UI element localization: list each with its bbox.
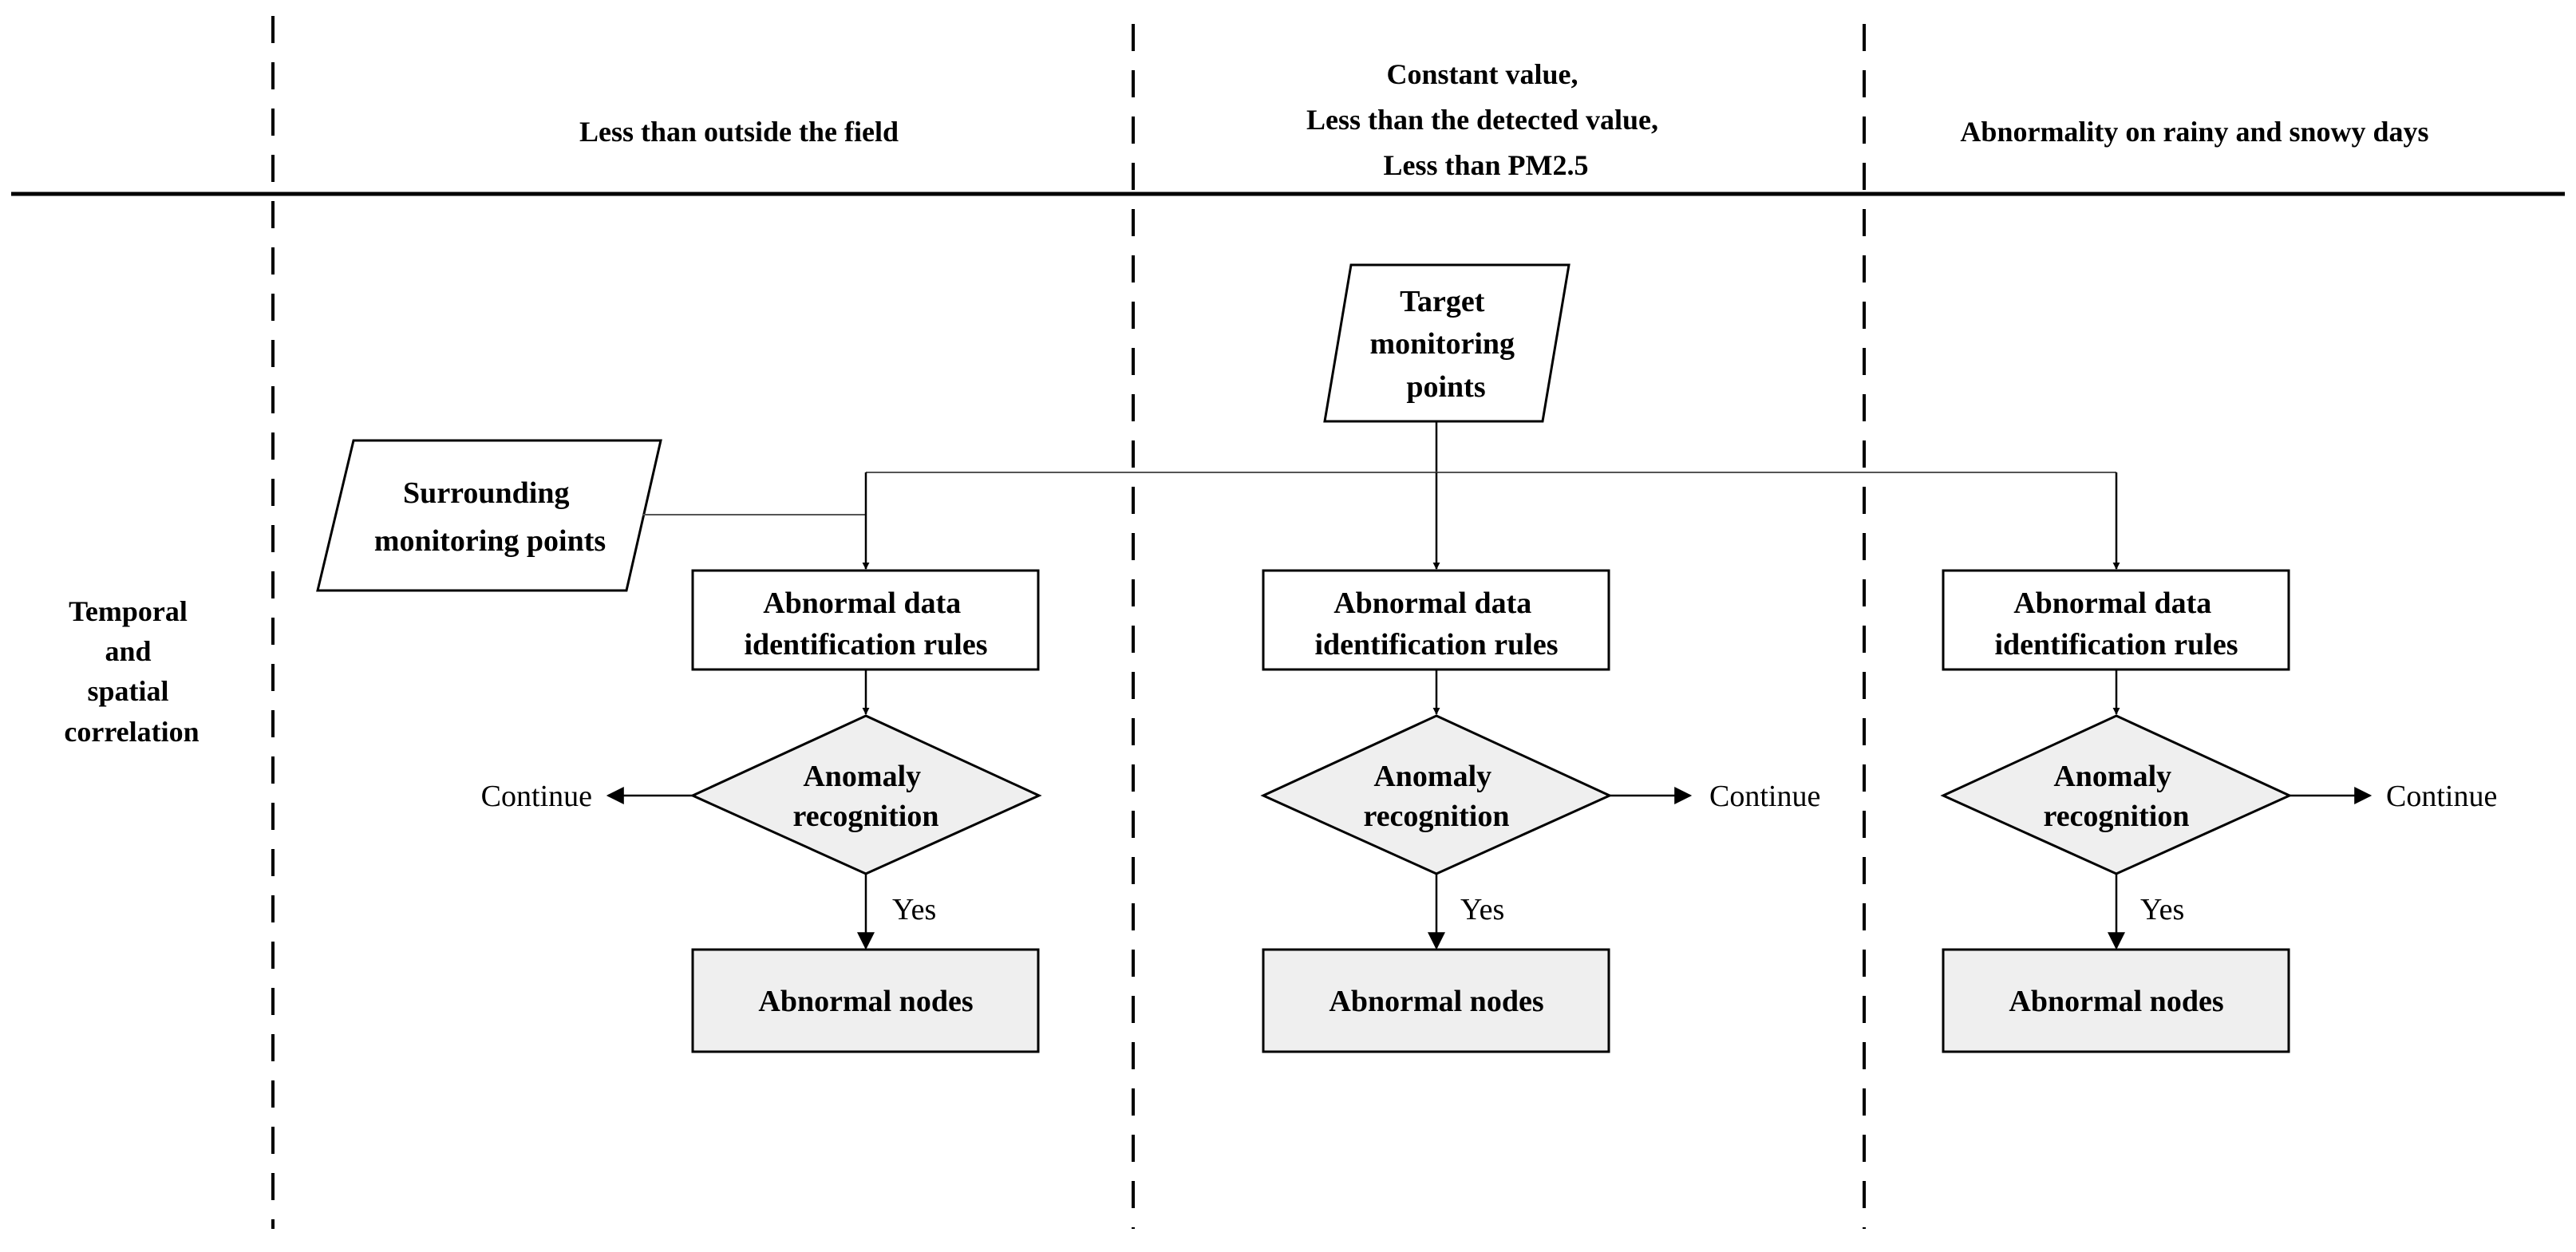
rules-box-2 <box>1262 569 1610 671</box>
abnormal-nodes-label-1: Abnormal nodes <box>758 985 973 1018</box>
column-header-2: Constant value, Less than the detected v… <box>1306 58 1665 181</box>
continue-label-3: Continue <box>2386 780 2497 813</box>
target-input-label: Target monitoring points <box>1369 285 1522 404</box>
abnormal-nodes-box-2 <box>1262 948 1610 1053</box>
rules-label-2: Abnormal data identification rules <box>1314 587 1558 662</box>
decision-label-3: Anomaly recognition <box>2044 760 2190 833</box>
decision-diamond-3 <box>1940 714 2293 875</box>
decision-label-2: Anomaly recognition <box>1364 760 1510 833</box>
decision-diamond-1 <box>689 714 1042 875</box>
decision-diamond-2 <box>1260 714 1613 875</box>
yes-label-3: Yes <box>2140 893 2184 926</box>
yes-label-1: Yes <box>892 893 936 926</box>
yes-label-2: Yes <box>1460 893 1504 926</box>
row-label: Temporal and spatial correlation <box>64 595 199 748</box>
continue-label-1: Continue <box>481 780 592 813</box>
rules-box-1 <box>691 569 1040 671</box>
rules-box-3 <box>1942 569 2290 671</box>
abnormal-nodes-label-3: Abnormal nodes <box>2009 985 2223 1018</box>
abnormal-nodes-label-2: Abnormal nodes <box>1329 985 1543 1018</box>
surrounding-input-label: Surrounding monitoring points <box>374 476 606 558</box>
decision-label-1: Anomaly recognition <box>793 760 939 833</box>
abnormal-nodes-box-1 <box>691 948 1040 1053</box>
rules-label-1: Abnormal data identification rules <box>744 587 987 662</box>
rules-label-3: Abnormal data identification rules <box>1994 587 2238 662</box>
target-monitoring-points-input <box>1323 263 1570 423</box>
continue-label-2: Continue <box>1709 780 1820 813</box>
column-header-3: Abnormality on rainy and snowy days <box>1960 116 2428 148</box>
abnormal-nodes-box-3 <box>1942 948 2290 1053</box>
column-header-1: Less than outside the field <box>579 116 899 148</box>
surrounding-monitoring-points-input <box>316 439 662 592</box>
